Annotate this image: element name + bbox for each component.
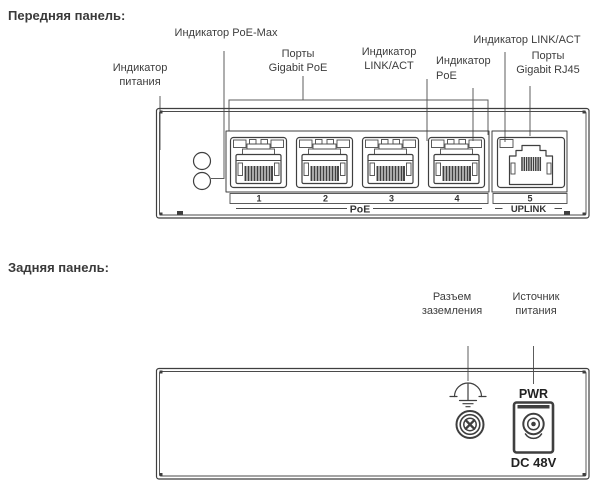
pwr-label: PWR bbox=[519, 387, 548, 401]
leader-poe-max bbox=[211, 51, 225, 179]
poe-group-label: PoE bbox=[350, 204, 370, 216]
label-poe-ports: Порты Gigabit PoE bbox=[268, 48, 328, 74]
label-link-act-indicator-mid: Индикатор LINK/ACT bbox=[361, 46, 417, 72]
screw-mark-icon bbox=[564, 211, 570, 215]
label-poe-max-indicator: Индикатор PoE-Max bbox=[174, 27, 278, 39]
front-panel-drawing: 1 2 3 4 5 PoE UPLINK bbox=[155, 51, 590, 219]
dc-voltage-label: DC 48V bbox=[511, 455, 557, 470]
uplink-group-label: UPLINK bbox=[511, 204, 547, 215]
label-link-act-indicator-top: Индикатор LINK/ACT bbox=[473, 34, 581, 46]
front-chassis-inner-line bbox=[159, 111, 587, 216]
uplink-number-bar bbox=[492, 193, 568, 204]
front-panel-title: Передняя панель: bbox=[8, 8, 126, 23]
screw-mark-icon bbox=[159, 370, 163, 374]
label-ground-connector: Разъем заземления bbox=[421, 291, 483, 317]
label-rj45-ports: Порты Gigabit RJ45 bbox=[516, 50, 580, 76]
ground-symbol-icon bbox=[449, 382, 487, 408]
screw-mark-icon bbox=[159, 212, 163, 216]
rear-panel-title: Задняя панель: bbox=[8, 260, 110, 275]
port-number-1: 1 bbox=[256, 194, 261, 204]
screw-mark-icon bbox=[159, 473, 163, 476]
rear-chassis-inner-line bbox=[159, 371, 587, 477]
power-led-icon bbox=[192, 151, 212, 171]
screw-mark-icon bbox=[582, 370, 586, 374]
screw-mark-icon bbox=[159, 110, 163, 114]
dc-power-jack-icon bbox=[512, 401, 555, 454]
uplink-port-plate bbox=[491, 130, 568, 193]
screw-mark-icon bbox=[582, 110, 586, 114]
screw-mark-icon bbox=[582, 473, 586, 476]
port-number-4: 4 bbox=[454, 194, 459, 204]
poe-port-3-icon bbox=[361, 136, 420, 189]
label-power-source: Источник питания bbox=[512, 291, 560, 317]
port-number-5: 5 bbox=[527, 194, 532, 204]
poe-max-led-icon bbox=[192, 171, 212, 191]
leader-poe-ports-bracket bbox=[228, 76, 489, 135]
poe-port-plate bbox=[225, 130, 490, 193]
poe-port-4-icon bbox=[427, 136, 486, 189]
uplink-port-5-icon bbox=[496, 136, 566, 189]
label-poe-indicator: Индикатор PoE bbox=[436, 55, 491, 82]
poe-port-1-icon bbox=[229, 136, 288, 189]
front-chassis-outline bbox=[155, 107, 590, 219]
grounding-screw-icon bbox=[455, 410, 485, 439]
rear-chassis-outline bbox=[155, 367, 590, 480]
screw-mark-icon bbox=[177, 211, 183, 215]
screw-mark-icon bbox=[582, 212, 586, 216]
port-number-3: 3 bbox=[389, 194, 394, 204]
poe-port-2-icon bbox=[295, 136, 354, 189]
port-number-2: 2 bbox=[323, 194, 328, 204]
label-power-indicator: Индикатор питания bbox=[112, 62, 168, 88]
poe-number-bar bbox=[229, 193, 489, 204]
rear-panel-drawing: PWR DC 48V bbox=[155, 346, 590, 480]
